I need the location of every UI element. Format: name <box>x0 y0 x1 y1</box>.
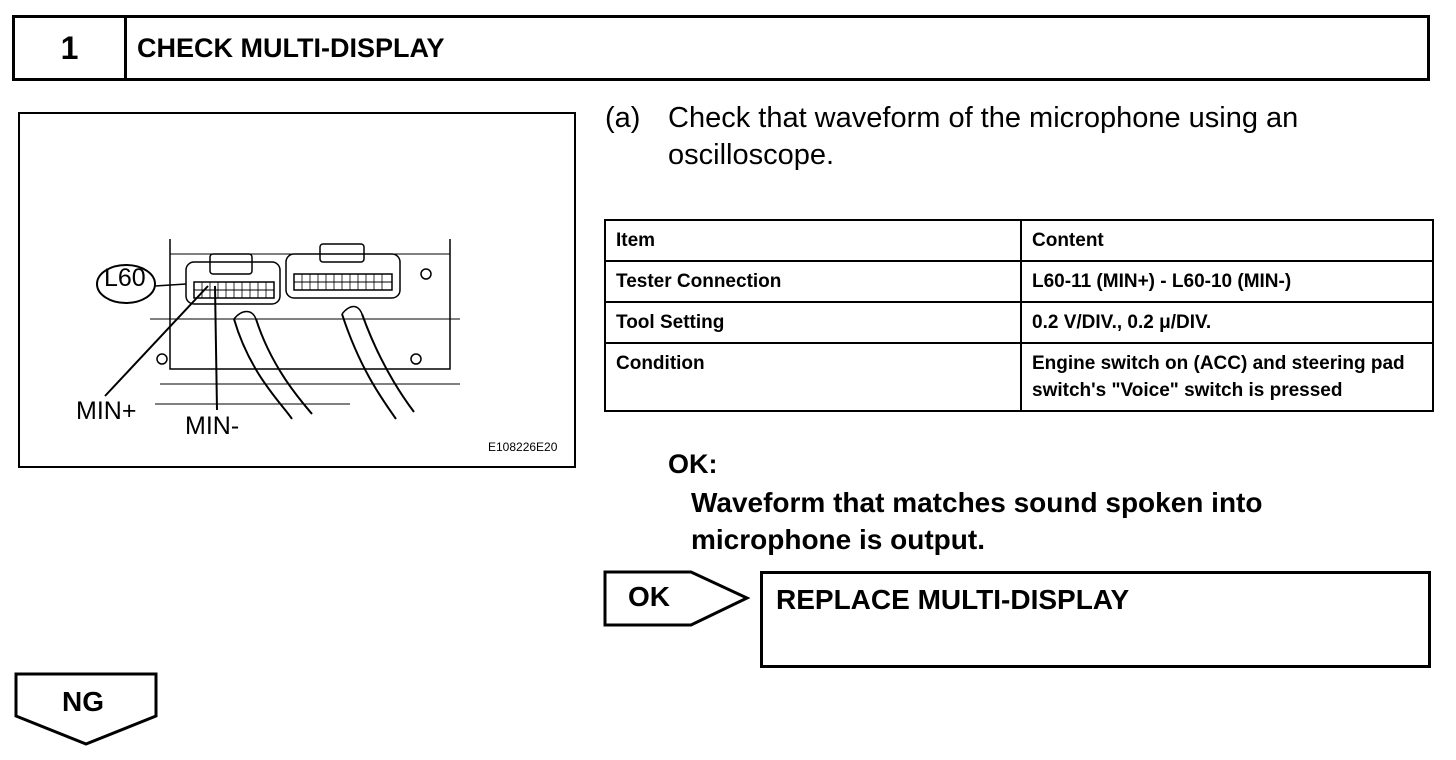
ok-result-box: REPLACE MULTI-DISPLAY <box>760 571 1431 668</box>
connector-illustration: L60 MIN+ MIN- E108226E20 <box>18 112 576 468</box>
table-row: Tester Connection L60-11 (MIN+) - L60-10… <box>604 260 1434 303</box>
header-content: Content <box>1020 219 1434 262</box>
table-header-row: Item Content <box>604 219 1434 262</box>
row-content: Engine switch on (ACC) and steering pad … <box>1020 342 1434 412</box>
ng-arrow-tag <box>14 672 158 746</box>
pin-minus-label: MIN- <box>185 412 240 440</box>
connector-drawing <box>96 239 460 420</box>
ok-tag-label: OK <box>628 581 670 612</box>
row-content: L60-11 (MIN+) - L60-10 (MIN-) <box>1020 260 1434 303</box>
header-item: Item <box>604 219 1022 262</box>
table-row: Condition Engine switch on (ACC) and ste… <box>604 342 1434 412</box>
instruction-text: Check that waveform of the microphone us… <box>668 102 1299 171</box>
ok-heading: OK: <box>668 449 718 479</box>
instruction-letter: (a) <box>605 102 641 134</box>
row-item: Condition <box>604 342 1022 412</box>
row-item: Tool Setting <box>604 301 1022 344</box>
row-content: 0.2 V/DIV., 0.2 μ/DIV. <box>1020 301 1434 344</box>
spec-table: Item Content Tester Connection L60-11 (M… <box>604 219 1434 412</box>
step-number: 1 <box>15 18 127 78</box>
ng-tag-label: NG <box>62 686 104 717</box>
ok-result-text: REPLACE MULTI-DISPLAY <box>776 584 1130 615</box>
step-title: CHECK MULTI-DISPLAY <box>137 32 445 63</box>
pin-plus-label: MIN+ <box>76 397 137 425</box>
table-row: Tool Setting 0.2 V/DIV., 0.2 μ/DIV. <box>604 301 1434 344</box>
ok-criteria-text: Waveform that matches sound spoken into … <box>691 487 1263 555</box>
row-item: Tester Connection <box>604 260 1022 303</box>
ok-arrow-tag <box>603 570 751 627</box>
connector-label: L60 <box>104 264 146 292</box>
step-header: 1 CHECK MULTI-DISPLAY <box>12 15 1430 81</box>
figure-id: E108226E20 <box>488 440 558 454</box>
